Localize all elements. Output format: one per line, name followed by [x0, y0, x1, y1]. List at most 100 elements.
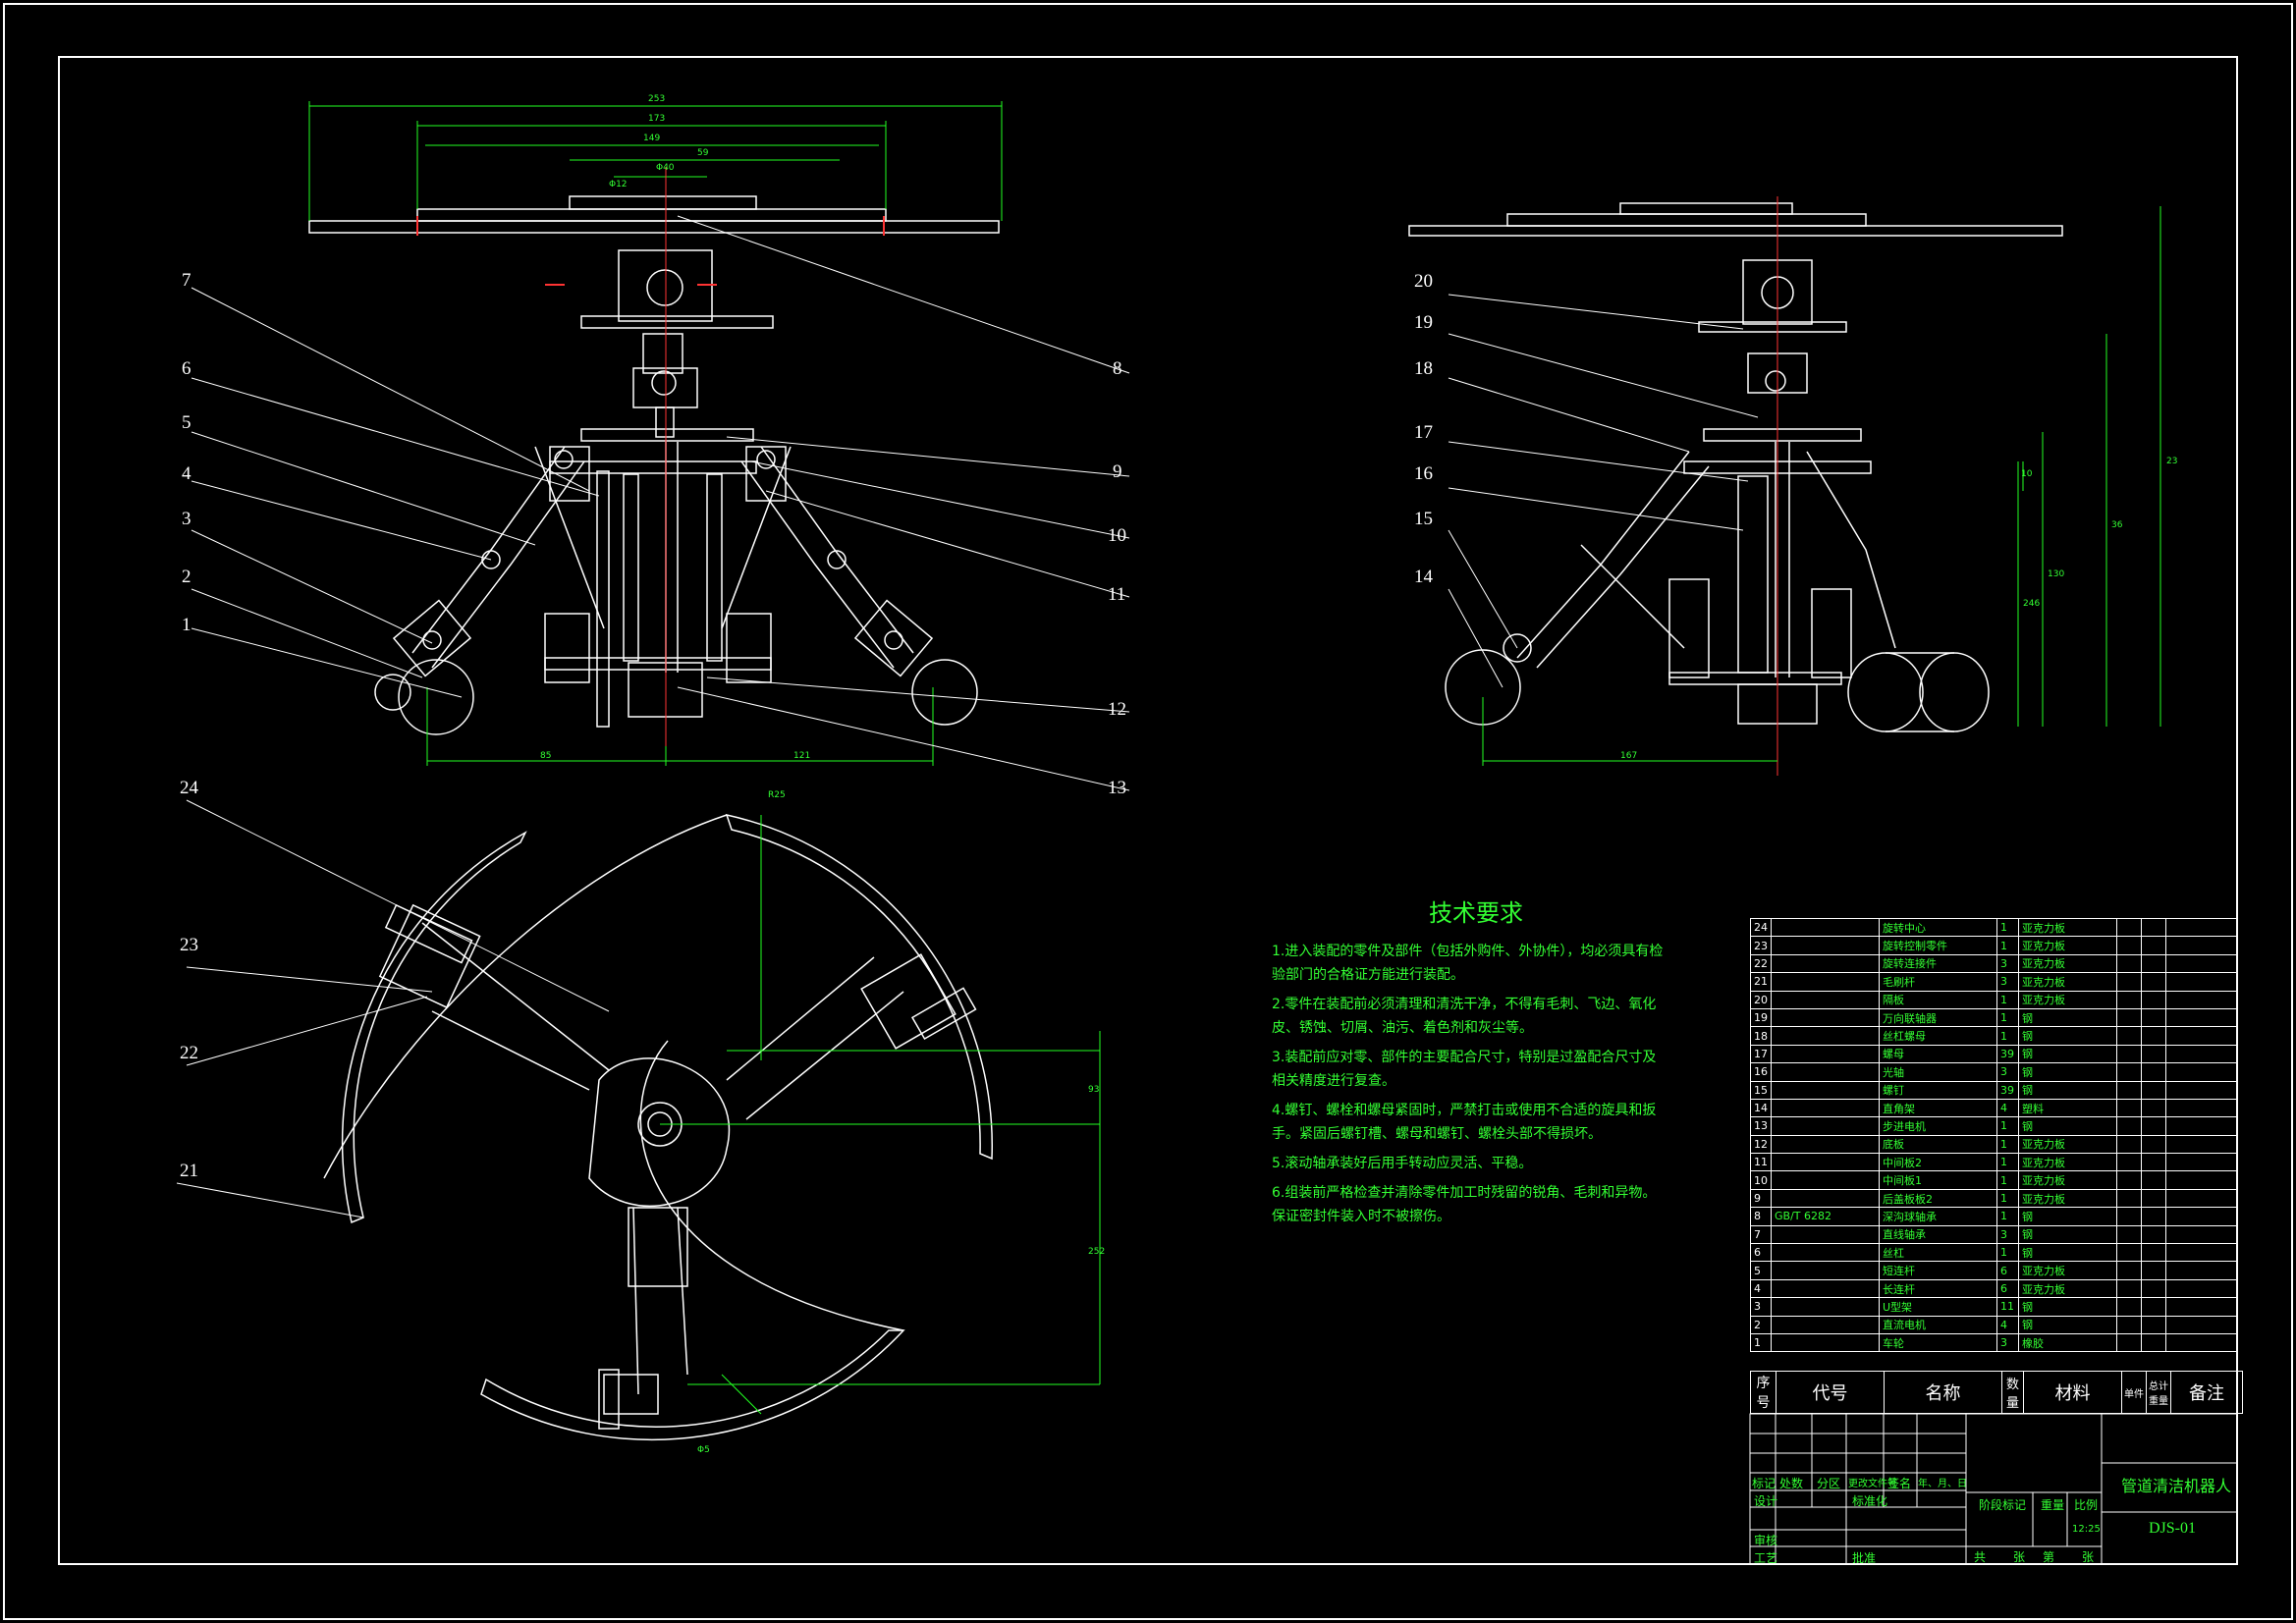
tb-date: 年、月、日 [1918, 1479, 1967, 1489]
tb-change: 更改文件号 [1848, 1479, 1897, 1489]
dim-121: 121 [793, 751, 811, 761]
side-dims [1482, 206, 2161, 766]
bom-mat: 亚克力板 [2018, 1170, 2117, 1190]
bom-name: U型架 [1879, 1297, 1997, 1317]
tb-mark: 标记 [1752, 1477, 1777, 1490]
tb-page: 第 [2043, 1550, 2055, 1564]
callout-16: 16 [1414, 463, 1433, 484]
dim-v6: 10 [2021, 469, 2033, 479]
bom-name: 直线轴承 [1879, 1224, 1997, 1245]
callout-5: 5 [182, 412, 191, 433]
dim-v2: 36 [2111, 520, 2123, 530]
inner-frame [58, 56, 2238, 1565]
dim-85: 85 [540, 751, 552, 761]
callout-14: 14 [1414, 567, 1433, 587]
bom-no: 24 [1750, 917, 1772, 938]
hdr-no: 序号 [1750, 1371, 1777, 1414]
dim-p3: Φ5 [697, 1445, 710, 1455]
tb-review: 审核 [1754, 1534, 1778, 1547]
tb-scale-value: 12:25 [2072, 1524, 2101, 1535]
callout-1: 1 [182, 615, 191, 635]
callout-8: 8 [1113, 358, 1122, 379]
bom-mat: 亚克力板 [2018, 1188, 2117, 1209]
tech-item: 3.装配前应对零、部件的主要配合尺寸，特别是过盈配合尺寸及相关精度进行复查。 [1272, 1050, 1657, 1089]
dim-12: Φ12 [609, 180, 628, 189]
tb-stage: 阶段标记 [1979, 1498, 2027, 1512]
callout-3: 3 [182, 509, 191, 529]
bom-mat: 亚克力板 [2018, 1278, 2117, 1299]
dim-59: 59 [697, 148, 709, 158]
tech-item: 1.进入装配的零件及部件（包括外购件、外协件），均必须具有检验部门的合格证方能进… [1272, 944, 1664, 983]
bom-no: 10 [1750, 1170, 1772, 1190]
front-view [308, 195, 1000, 735]
dim-253: 253 [648, 94, 666, 104]
top-dims [687, 815, 1101, 1415]
callout-19: 19 [1414, 312, 1433, 333]
hdr-name: 名称 [1884, 1371, 2002, 1414]
bom-no: 20 [1750, 990, 1772, 1009]
callout-21: 21 [180, 1161, 198, 1181]
tech-item: 2.零件在装配前必须清理和清洗干净，不得有毛刺、飞边、氧化皮、锈蚀、切屑、油污、… [1272, 997, 1657, 1036]
bom-name: 深沟球轴承 [1879, 1207, 1997, 1226]
bom-name: 螺钉 [1879, 1080, 1997, 1100]
callout-4: 4 [182, 463, 191, 484]
bom-name: 螺母 [1879, 1044, 1997, 1064]
callout-11: 11 [1108, 584, 1126, 605]
bom-mat: 亚克力板 [2018, 936, 2117, 955]
callout-24: 24 [180, 778, 198, 798]
bom-empty [2165, 1332, 2238, 1353]
technical-requirements: 技术要求 1.进入装配的零件及部件（包括外购件、外协件），均必须具有检验部门的合… [1272, 893, 1665, 1234]
bom-code: GB/T 6282 [1771, 1207, 1880, 1226]
hdr-total: 总计重量 [2146, 1371, 2171, 1414]
tb-sign: 签名 [1887, 1477, 1912, 1490]
dim-v3: 130 [2048, 569, 2065, 579]
bom-name: 直角架 [1879, 1098, 1997, 1118]
tb-scale-label: 比例 [2074, 1498, 2099, 1512]
tb-process: 工艺 [1754, 1551, 1778, 1565]
dim-40: Φ40 [656, 163, 675, 173]
tech-title: 技术要求 [1429, 899, 1523, 927]
hdr-mat: 材料 [2023, 1371, 2122, 1414]
dim-149: 149 [643, 134, 661, 143]
dim-p1: R25 [768, 790, 786, 800]
bom-mat: 亚克力板 [2018, 917, 2117, 938]
outer-frame [3, 3, 2293, 1620]
callout-17: 17 [1414, 422, 1433, 443]
callout-7: 7 [182, 270, 191, 291]
tb-zone: 分区 [1817, 1477, 1841, 1490]
bom-mat: 橡胶 [2018, 1332, 2117, 1353]
dim-v5: 93 [1088, 1085, 1100, 1095]
front-dims [308, 101, 1003, 766]
tech-item: 6.组装前严格检查并清除零件加工时残留的锐角、毛刺和异物。保证密封件装入时不被擦… [1272, 1185, 1657, 1224]
drawing-title: 管道清洁机器人 [2121, 1477, 2232, 1495]
bom-header: 序号 代号 名称 数量 材料 单件 总计重量 备注 [1750, 1371, 2243, 1414]
callout-12: 12 [1108, 699, 1126, 720]
callout-9: 9 [1113, 461, 1122, 482]
callout-10: 10 [1108, 525, 1126, 546]
tb-weight: 重量 [2041, 1498, 2065, 1512]
dim-v4: 246 [2023, 599, 2041, 609]
tech-item: 4.螺钉、螺栓和螺母紧固时，严禁打击或使用不合适的旋具和扳手。紧固后螺钉槽、螺母… [1272, 1103, 1657, 1142]
dim-v1: 23 [2166, 457, 2178, 466]
tb-std: 标准化 [1852, 1494, 1888, 1508]
tb-design: 设计 [1754, 1494, 1778, 1508]
callout-20: 20 [1414, 271, 1433, 292]
dim-173: 173 [648, 114, 666, 124]
bom-name: 中间板1 [1879, 1170, 1997, 1190]
bom-mat: 亚克力板 [2018, 1134, 2117, 1155]
callout-22: 22 [180, 1043, 198, 1063]
tb-sheet: 张 [2082, 1550, 2095, 1564]
tb-count: 处数 [1779, 1477, 1804, 1490]
